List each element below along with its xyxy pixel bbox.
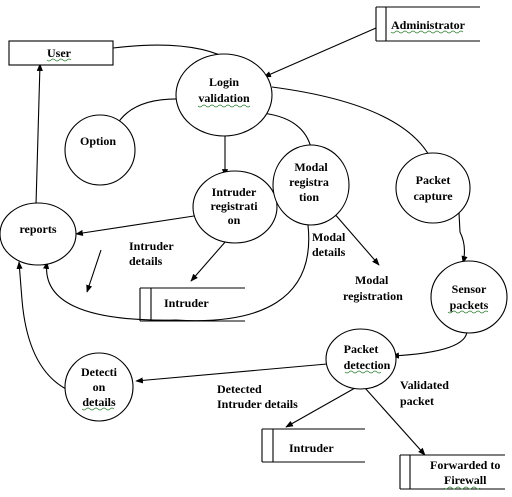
login-validation-process: Login validation	[175, 53, 273, 137]
packet-capture-process: Packet capture	[395, 152, 471, 224]
user-entity: User	[8, 40, 114, 66]
edge-detection-details-to-reports	[16, 261, 69, 391]
edge-label-intruder-details: Intruder details	[129, 239, 174, 268]
edge-intruder-reg-to-intruder-store	[190, 240, 227, 282]
edge-label-modal-details: Modal details	[312, 230, 346, 259]
firewall-datastore: Forwarded to Firewall	[399, 454, 505, 490]
edge-stray-arrow	[86, 249, 102, 293]
packet-capture-label-1: Packet	[416, 173, 451, 187]
modal-reg-label-3: tion	[299, 190, 319, 204]
packet-detection-label-2: detection	[344, 358, 391, 372]
edge-intruder-reg-to-reports	[75, 215, 195, 236]
intruder-store-top-label: Intruder	[164, 296, 209, 310]
sensor-label-1: Sensor	[452, 282, 487, 296]
login-label-1: Login	[209, 75, 239, 89]
validated-packet-line-2: packet	[400, 394, 434, 408]
edge-sensor-to-packet-detection	[391, 329, 468, 359]
modal-registration-process: Modal registra tion	[272, 144, 350, 226]
intruder-reg-label-3: on	[228, 213, 241, 227]
edge-admin-to-login	[263, 27, 377, 78]
modal-reg-label-1: Modal	[294, 160, 328, 174]
administrator-label: Administrator	[391, 18, 466, 32]
edge-packet-capture-to-sensor	[458, 212, 468, 264]
intruder-reg-label-2: registrati	[210, 199, 258, 213]
intruder-reg-label-1: Intruder	[212, 185, 257, 199]
firewall-label-2: Firewall	[444, 473, 487, 487]
detection-details-process: Detecti on details	[64, 352, 134, 422]
edge-label-validated-packet: Validated packet	[400, 378, 449, 408]
modal-registration-line-1: Modal	[355, 273, 389, 287]
intruder-store-bottom-label: Intruder	[289, 441, 334, 455]
edge-packet-detection-to-firewall	[364, 387, 426, 456]
detection-details-label-3: details	[82, 395, 116, 409]
intruder-datastore-bottom: Intruder	[261, 428, 365, 463]
detection-details-label-1: Detecti	[81, 365, 118, 379]
intruder-registration-process: Intruder registrati on	[192, 170, 278, 244]
reports-process: reports	[0, 202, 77, 266]
detection-details-label-2: on	[93, 380, 106, 394]
firewall-label-1: Forwarded to	[430, 458, 500, 472]
edge-reports-to-user	[35, 63, 43, 206]
edge-login-to-packet-capture	[271, 86, 434, 164]
edge-label-modal-registration: Modal registration	[343, 273, 403, 303]
sensor-packets-process: Sensor packets	[430, 260, 508, 334]
detected-intruder-line-1: Detected	[217, 382, 262, 396]
modal-details-line-2: details	[312, 245, 346, 259]
edge-label-detected-intruder: Detected Intruder details	[217, 382, 298, 411]
modal-reg-label-2: registra	[289, 175, 329, 189]
modal-registration-line-2: registration	[343, 289, 403, 303]
packet-capture-label-2: capture	[413, 189, 453, 203]
edge-packet-detection-to-intruder-store	[285, 387, 356, 428]
detected-intruder-line-2: Intruder details	[217, 397, 298, 411]
intruder-details-line-2: details	[129, 254, 163, 268]
sensor-label-2: packets	[450, 298, 489, 312]
option-process: Option	[64, 114, 136, 186]
edge-modal-reg-to-modal-registration	[332, 211, 380, 266]
edge-modal-reg-to-reports	[43, 224, 310, 322]
packet-detection-process: Packet detection	[325, 328, 397, 390]
packet-detection-label-1: Packet	[344, 342, 379, 356]
validated-packet-line-1: Validated	[400, 378, 449, 392]
modal-details-line-1: Modal	[312, 230, 346, 244]
intruder-details-line-1: Intruder	[129, 239, 174, 253]
login-label-2: validation	[198, 91, 250, 105]
edge-packet-detection-to-detection-details	[135, 363, 328, 384]
user-label: User	[47, 46, 72, 60]
intruder-datastore-top: Intruder	[139, 287, 245, 322]
option-label: Option	[80, 134, 116, 148]
administrator-entity: Administrator	[375, 6, 480, 42]
reports-label: reports	[19, 222, 56, 236]
edge-login-to-option	[114, 98, 181, 129]
